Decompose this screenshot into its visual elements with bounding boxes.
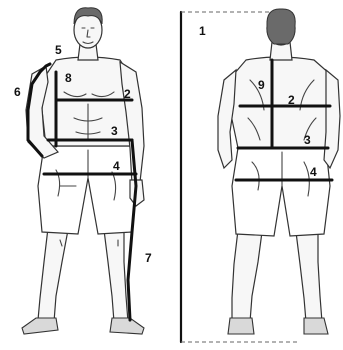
front-right-shoe: [110, 318, 144, 334]
label-shoulder: 5: [55, 43, 62, 57]
label-chest-front: 2: [124, 87, 131, 101]
back-right-shoe: [304, 318, 328, 334]
label-waist-back: 3: [304, 133, 311, 147]
label-front-length: 8: [65, 71, 72, 85]
front-shorts: [38, 146, 136, 234]
label-hips-back: 4: [310, 165, 317, 179]
back-right-arm: [324, 70, 340, 168]
front-left-shoe: [22, 318, 58, 334]
front-right-leg: [104, 228, 128, 322]
label-arm-length: 6: [14, 85, 21, 99]
back-left-leg: [232, 230, 262, 322]
label-height: 1: [199, 24, 206, 38]
back-right-leg: [296, 230, 322, 322]
label-chest-back: 2: [288, 93, 295, 107]
front-figure: [22, 8, 144, 334]
back-hair: [267, 9, 295, 44]
back-left-shoe: [228, 318, 254, 334]
back-shorts: [232, 148, 330, 236]
label-back-length: 9: [258, 78, 265, 92]
back-figure: [218, 9, 340, 334]
back-torso: [230, 57, 334, 148]
front-left-leg: [38, 228, 68, 322]
label-waist-front: 3: [111, 124, 118, 138]
label-hips-front: 4: [113, 159, 120, 173]
label-outseam: 7: [145, 251, 152, 265]
